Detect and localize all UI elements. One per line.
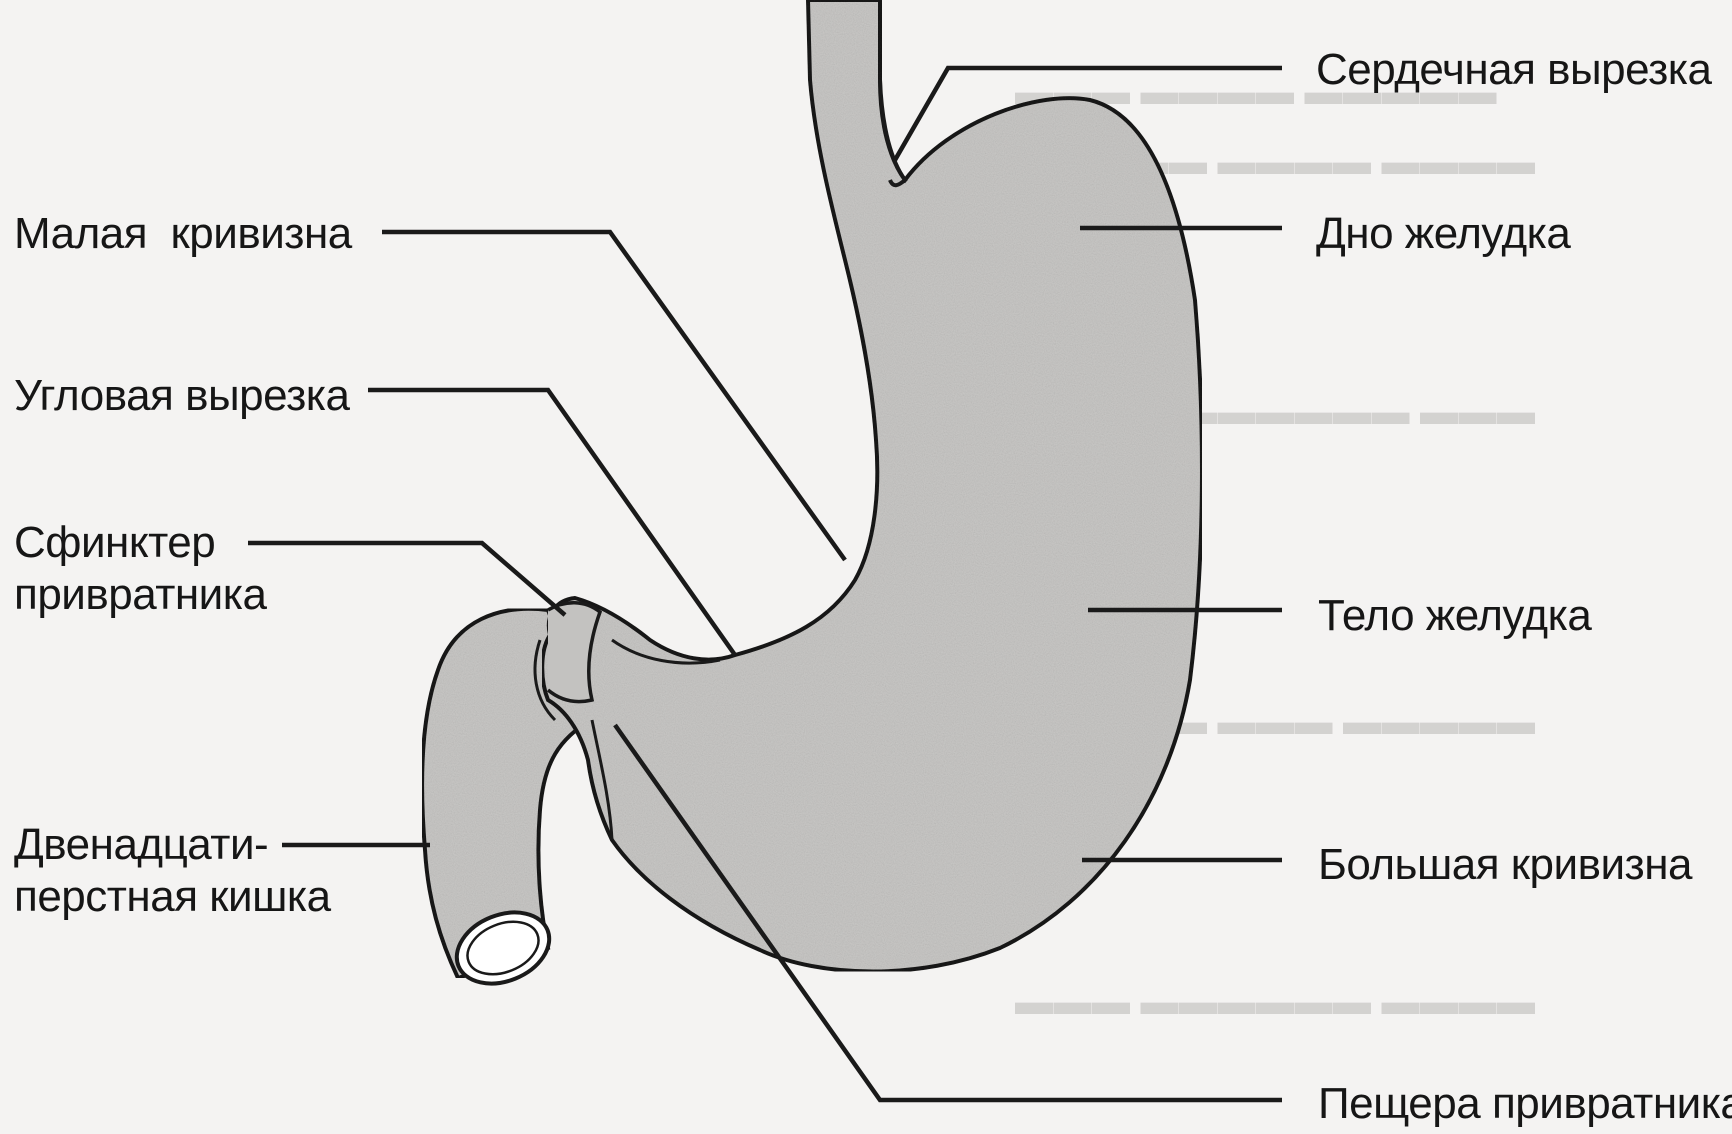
label-duodenum: Двенадцати- перстная кишка — [14, 819, 331, 923]
leader-pyloric-sphincter — [248, 543, 565, 615]
label-lesser-curvature: Малая кривизна — [14, 208, 352, 260]
label-pyloric-antrum: Пещера привратника — [1318, 1078, 1732, 1130]
label-pyloric-sphincter: Сфинктер привратника — [14, 517, 266, 621]
label-duodenum-line1: Двенадцати- — [14, 819, 331, 871]
label-duodenum-line2: перстная кишка — [14, 871, 331, 923]
stomach-body — [542, 0, 1202, 972]
label-fundus: Дно желудка — [1316, 208, 1570, 260]
label-pyloric-sphincter-line1: Сфинктер — [14, 517, 266, 569]
label-greater-curvature: Большая кривизна — [1318, 839, 1692, 891]
label-pyloric-sphincter-line2: привратника — [14, 569, 266, 621]
label-cardiac-notch: Сердечная вырезка — [1316, 44, 1711, 96]
leader-lesser-curvature — [382, 232, 845, 560]
label-stomach-body: Тело желудка — [1318, 590, 1591, 642]
label-angular-notch: Угловая вырезка — [14, 370, 349, 422]
